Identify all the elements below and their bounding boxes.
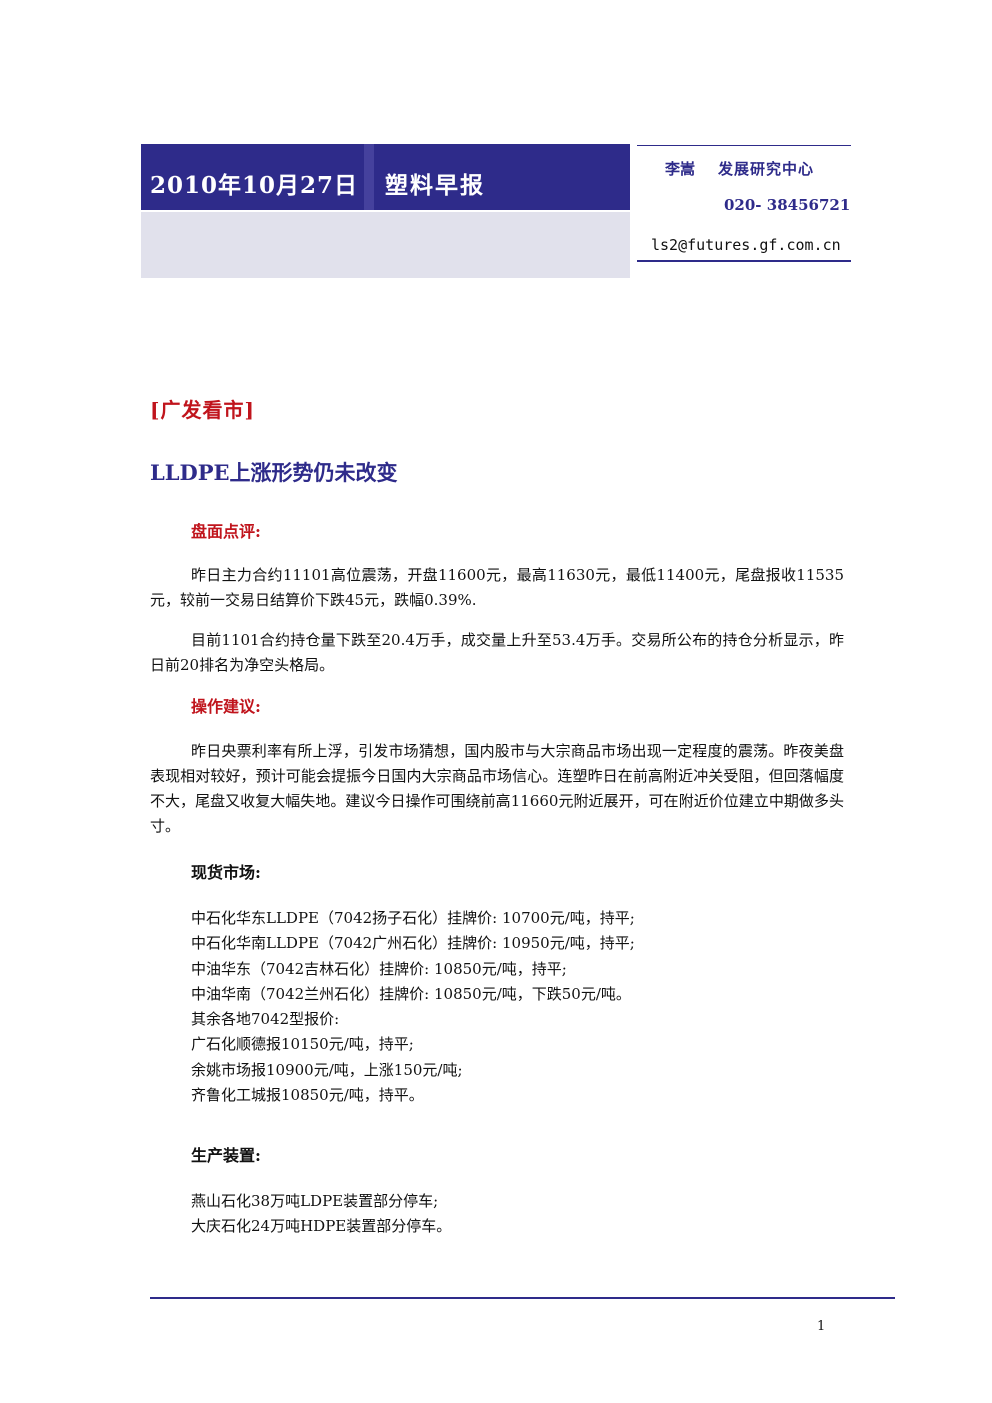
market-review-paragraph-1: 昨日主力合约11101高位震荡，开盘11600元，最高11630元，最低1140… <box>150 566 844 609</box>
section-tag: [广发看市] <box>150 398 255 422</box>
report-title: 塑料早报 <box>385 172 485 199</box>
author-department: 发展研究中心 <box>718 160 815 178</box>
contact-divider-bottom <box>637 260 851 262</box>
market-review-paragraph-2: 目前1101合约持仓量下跌至20.4万手，成交量上升至53.4万手。交易所公布的… <box>150 631 844 674</box>
list-item: 燕山石化38万吨LDPE装置部分停车; <box>191 1192 439 1210</box>
footer-divider <box>150 1297 895 1299</box>
production-heading: 生产装置: <box>191 1146 261 1165</box>
contact-divider-top <box>637 145 851 146</box>
market-review-heading: 盘面点评: <box>191 522 261 541</box>
spot-market-list: 中石化华东LLDPE（7042扬子石化）挂牌价: 10700元/吨，持平; 中石… <box>191 906 851 1108</box>
article-headline: LLDPE上涨形势仍未改变 <box>150 460 398 485</box>
list-item: 齐鲁化工城报10850元/吨，持平。 <box>191 1086 424 1105</box>
author-name: 李嵩 <box>665 160 696 178</box>
list-item: 大庆石化24万吨HDPE装置部分停车。 <box>191 1217 452 1236</box>
list-item: 中石化华南LLDPE（7042广州石化）挂牌价: 10950元/吨，持平; <box>191 934 635 953</box>
list-item: 中石化华东LLDPE（7042扬子石化）挂牌价: 10700元/吨，持平; <box>191 909 635 927</box>
page-number: 1 <box>817 1319 826 1334</box>
list-item: 中油华东（7042吉林石化）挂牌价: 10850元/吨，持平; <box>191 959 567 978</box>
report-date: 2010年10月27日 <box>150 172 359 199</box>
production-list: 燕山石化38万吨LDPE装置部分停车; 大庆石化24万吨HDPE装置部分停车。 <box>191 1189 851 1240</box>
header-banner <box>141 144 630 210</box>
advice-heading: 操作建议: <box>191 697 261 716</box>
author-phone: 020- 38456721 <box>724 196 851 214</box>
header-banner-lower <box>141 212 630 278</box>
advice-paragraph: 昨日央票利率有所上浮，引发市场猜想，国内股市与大宗商品市场出现一定程度的震荡。昨… <box>150 742 844 835</box>
list-item: 其余各地7042型报价: <box>191 1010 340 1029</box>
list-item: 余姚市场报10900元/吨，上涨150元/吨; <box>191 1060 463 1079</box>
list-item: 中油华南（7042兰州石化）挂牌价: 10850元/吨，下跌50元/吨。 <box>191 984 631 1003</box>
header-banner-divider <box>364 144 374 210</box>
list-item: 广石化顺德报10150元/吨，持平; <box>191 1035 414 1054</box>
author-email[interactable]: ls2@futures.gf.com.cn <box>651 236 841 254</box>
spot-market-heading: 现货市场: <box>191 863 261 882</box>
